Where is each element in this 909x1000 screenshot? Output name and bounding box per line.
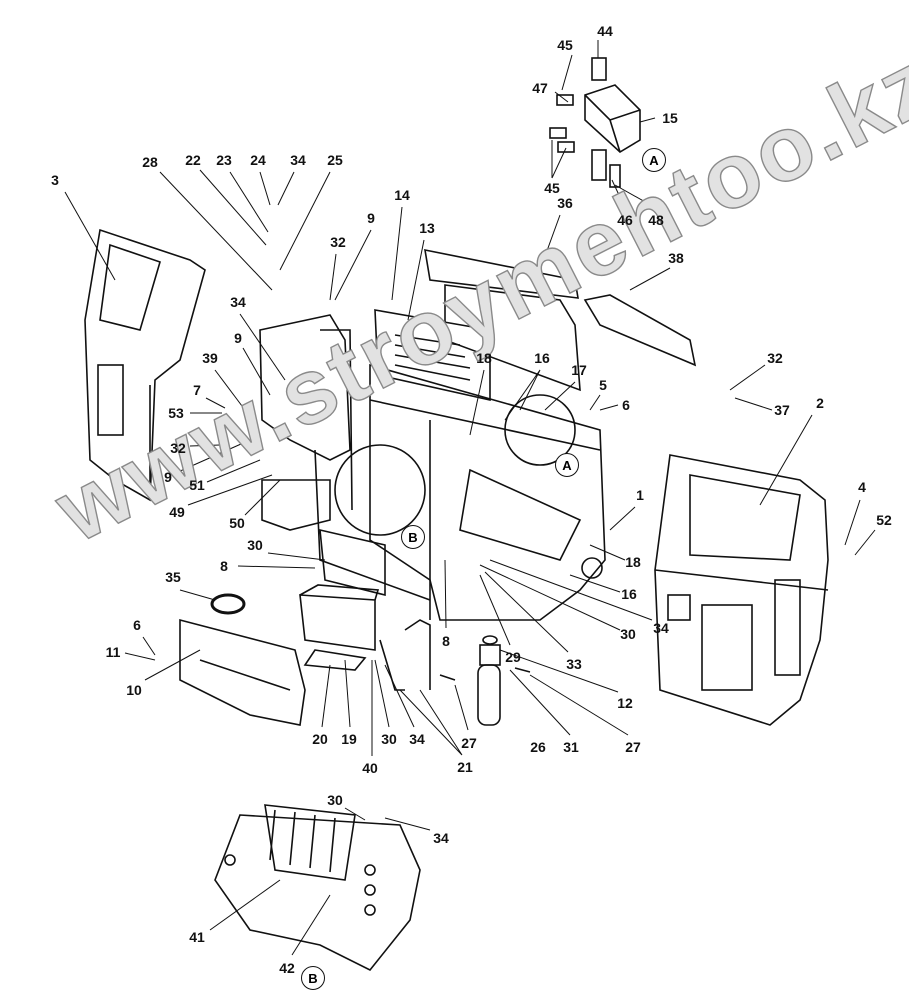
callout-45: 45 [544, 180, 560, 196]
callout-38: 38 [668, 250, 684, 266]
battery [299, 584, 380, 671]
callout-10: 10 [126, 682, 142, 698]
front-cover [179, 618, 306, 726]
callout-52: 52 [876, 512, 892, 528]
callout-44: 44 [597, 23, 613, 39]
callout-36: 36 [557, 195, 573, 211]
callout-23: 23 [216, 152, 232, 168]
callout-16: 16 [534, 350, 550, 366]
callout-53: 53 [168, 405, 184, 421]
callout-49: 49 [169, 504, 185, 520]
callout-30: 30 [327, 792, 343, 808]
callout-32: 32 [170, 440, 186, 456]
callout-7: 7 [193, 382, 201, 398]
main-chassis [259, 314, 606, 621]
callout-41: 41 [189, 929, 205, 945]
left-side-panel [84, 228, 206, 502]
bracket [379, 619, 431, 691]
callout-11: 11 [105, 644, 121, 660]
callout-35: 35 [165, 569, 181, 585]
callout-37: 37 [774, 402, 790, 418]
callout-26: 26 [530, 739, 546, 755]
callout-42: 42 [279, 960, 295, 976]
callout-32: 32 [330, 234, 346, 250]
callout-32: 32 [767, 350, 783, 366]
callout-47: 47 [532, 80, 548, 96]
right-side-panel [654, 454, 829, 726]
vent-panel [374, 309, 491, 401]
callout-34: 34 [230, 294, 246, 310]
rear-top-panel [424, 248, 697, 392]
callout-27: 27 [625, 739, 641, 755]
callout-20: 20 [312, 731, 328, 747]
callout-18: 18 [625, 554, 641, 570]
callout-19: 19 [341, 731, 357, 747]
callout-8: 8 [442, 633, 450, 649]
callout-6: 6 [622, 397, 630, 413]
callout-46: 46 [617, 212, 633, 228]
callout-30: 30 [381, 731, 397, 747]
callout-29: 29 [505, 649, 521, 665]
callout-27: 27 [461, 735, 477, 751]
callout-13: 13 [419, 220, 435, 236]
callout-45: 45 [557, 37, 573, 53]
detail-marker-b: B [301, 966, 325, 990]
callout-3: 3 [51, 172, 59, 188]
callout-5: 5 [599, 377, 607, 393]
callout-28: 28 [142, 154, 158, 170]
detail-b-view [214, 804, 421, 972]
callout-51: 51 [189, 477, 205, 493]
callout-4: 4 [858, 479, 866, 495]
callout-2: 2 [816, 395, 824, 411]
callout-34: 34 [409, 731, 425, 747]
leader-lines [64, 40, 876, 956]
callout-12: 12 [617, 695, 633, 711]
callout-8: 8 [220, 558, 228, 574]
callout-16: 16 [621, 586, 637, 602]
callout-30: 30 [620, 626, 636, 642]
filter [439, 635, 531, 726]
callout-21: 21 [457, 759, 473, 775]
callout-9: 9 [367, 210, 375, 226]
callout-9: 9 [164, 469, 172, 485]
callout-9: 9 [234, 330, 242, 346]
callout-30: 30 [247, 537, 263, 553]
callout-34: 34 [653, 620, 669, 636]
callout-25: 25 [327, 152, 343, 168]
callout-50: 50 [229, 515, 245, 531]
callout-40: 40 [362, 760, 378, 776]
detail-marker-a: A [642, 148, 666, 172]
callout-39: 39 [202, 350, 218, 366]
callout-17: 17 [571, 362, 587, 378]
callout-22: 22 [185, 152, 201, 168]
callout-34: 34 [433, 830, 449, 846]
valve-block [549, 57, 641, 188]
callout-1: 1 [636, 487, 644, 503]
callout-24: 24 [250, 152, 266, 168]
callout-48: 48 [648, 212, 664, 228]
callout-15: 15 [662, 110, 678, 126]
detail-marker-a: A [555, 453, 579, 477]
seal-ring [210, 593, 246, 615]
callout-31: 31 [563, 739, 579, 755]
callout-14: 14 [394, 187, 410, 203]
callout-18: 18 [476, 350, 492, 366]
callout-6: 6 [133, 617, 141, 633]
callout-34: 34 [290, 152, 306, 168]
detail-marker-b: B [401, 525, 425, 549]
callout-33: 33 [566, 656, 582, 672]
